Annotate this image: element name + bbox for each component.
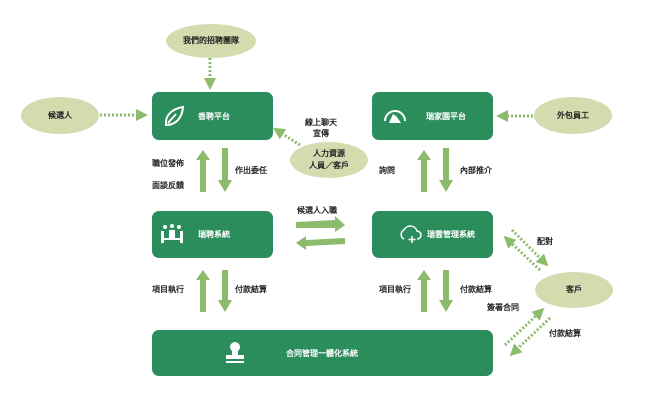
arrow-down-ruijiayuan: [439, 148, 453, 192]
client-label: 客戶: [566, 285, 582, 294]
arrow-up-ruijiayuan: [417, 150, 431, 192]
arrow-up-ruipin: [196, 270, 210, 312]
ruiyun-box: 瑞雲管理系統: [372, 211, 493, 258]
online-chat-label: 線上聊天宣傳: [305, 118, 337, 138]
project-exec-left-label: 項目執行: [152, 285, 184, 294]
matching-label: 配對: [537, 237, 553, 246]
payment-left-label: 付款結算: [235, 285, 267, 294]
arrow-contract-to-client: [503, 307, 545, 347]
entrust-label: 作出委任: [235, 166, 267, 175]
ruijiayuan-box: 瑞家園平台: [372, 92, 493, 140]
candidate-onboard-label: 候選人入職: [297, 206, 337, 215]
arrow-down-xiangpin: [218, 148, 232, 192]
solid-arrows: [196, 148, 453, 312]
contract-label: 合同管理一體化系統: [286, 348, 358, 358]
arrow-down-ruipin: [218, 270, 232, 312]
meeting-icon: [161, 224, 183, 243]
job-posting-label: 職位發佈: [152, 159, 184, 168]
interview-feedback-label: 面談反饋: [152, 181, 184, 190]
contract-box: 合同管理一體化系統: [152, 330, 493, 376]
internal-referral-label: 內部推介: [460, 166, 492, 175]
garden-icon: [384, 110, 406, 123]
project-exec-right-label: 項目執行: [379, 285, 411, 294]
stamp-icon: [226, 342, 244, 363]
client-ellipse: 客戶: [535, 272, 613, 308]
arrow-client-to-ruiyun: [503, 235, 542, 272]
arrow-left-onboard: [296, 236, 345, 250]
xiangpin-label: 香聘平台: [198, 111, 230, 121]
leaf-icon: [164, 105, 185, 127]
hr-ellipse: 人力資源人員／客戶: [290, 142, 368, 178]
arrow-down-ruiyun: [439, 270, 453, 312]
arrow-client-to-contract: [509, 316, 552, 357]
arrow-ruiyun-to-client: [510, 228, 549, 267]
ruipin-box: 瑞聘系統: [152, 211, 273, 258]
hr-label-1: 人力資源: [313, 149, 345, 158]
payment-client-label: 付款結算: [549, 329, 581, 338]
candidate-label: 候選人: [48, 110, 72, 120]
ruijiayuan-label: 瑞家園平台: [426, 111, 466, 121]
payment-right-label: 付款結算: [460, 285, 492, 294]
hr-label-2: 人員／客戶: [309, 161, 349, 170]
arrow-up-ruiyun: [417, 270, 431, 312]
arrow-right-onboard: [296, 216, 345, 232]
arrow-up-xiangpin: [196, 150, 210, 192]
ruiyun-label: 瑞雲管理系統: [427, 230, 475, 239]
sign-contract-label: 簽署合同: [487, 303, 519, 312]
arrow-hr-to-xiangpin: [272, 127, 301, 147]
candidate-ellipse: 候選人: [21, 97, 99, 134]
team-label: 我們的招聘團隊: [183, 36, 239, 45]
xiangpin-box: 香聘平台: [152, 92, 273, 140]
team-ellipse: 我們的招聘團隊: [166, 24, 256, 58]
outsourced-ellipse: 外包員工: [534, 97, 612, 134]
outsourced-label: 外包員工: [557, 110, 589, 120]
cloud-add-icon: [400, 225, 422, 243]
ruipin-label: 瑞聘系統: [198, 230, 230, 239]
inquiry-label: 詢問: [379, 166, 395, 175]
